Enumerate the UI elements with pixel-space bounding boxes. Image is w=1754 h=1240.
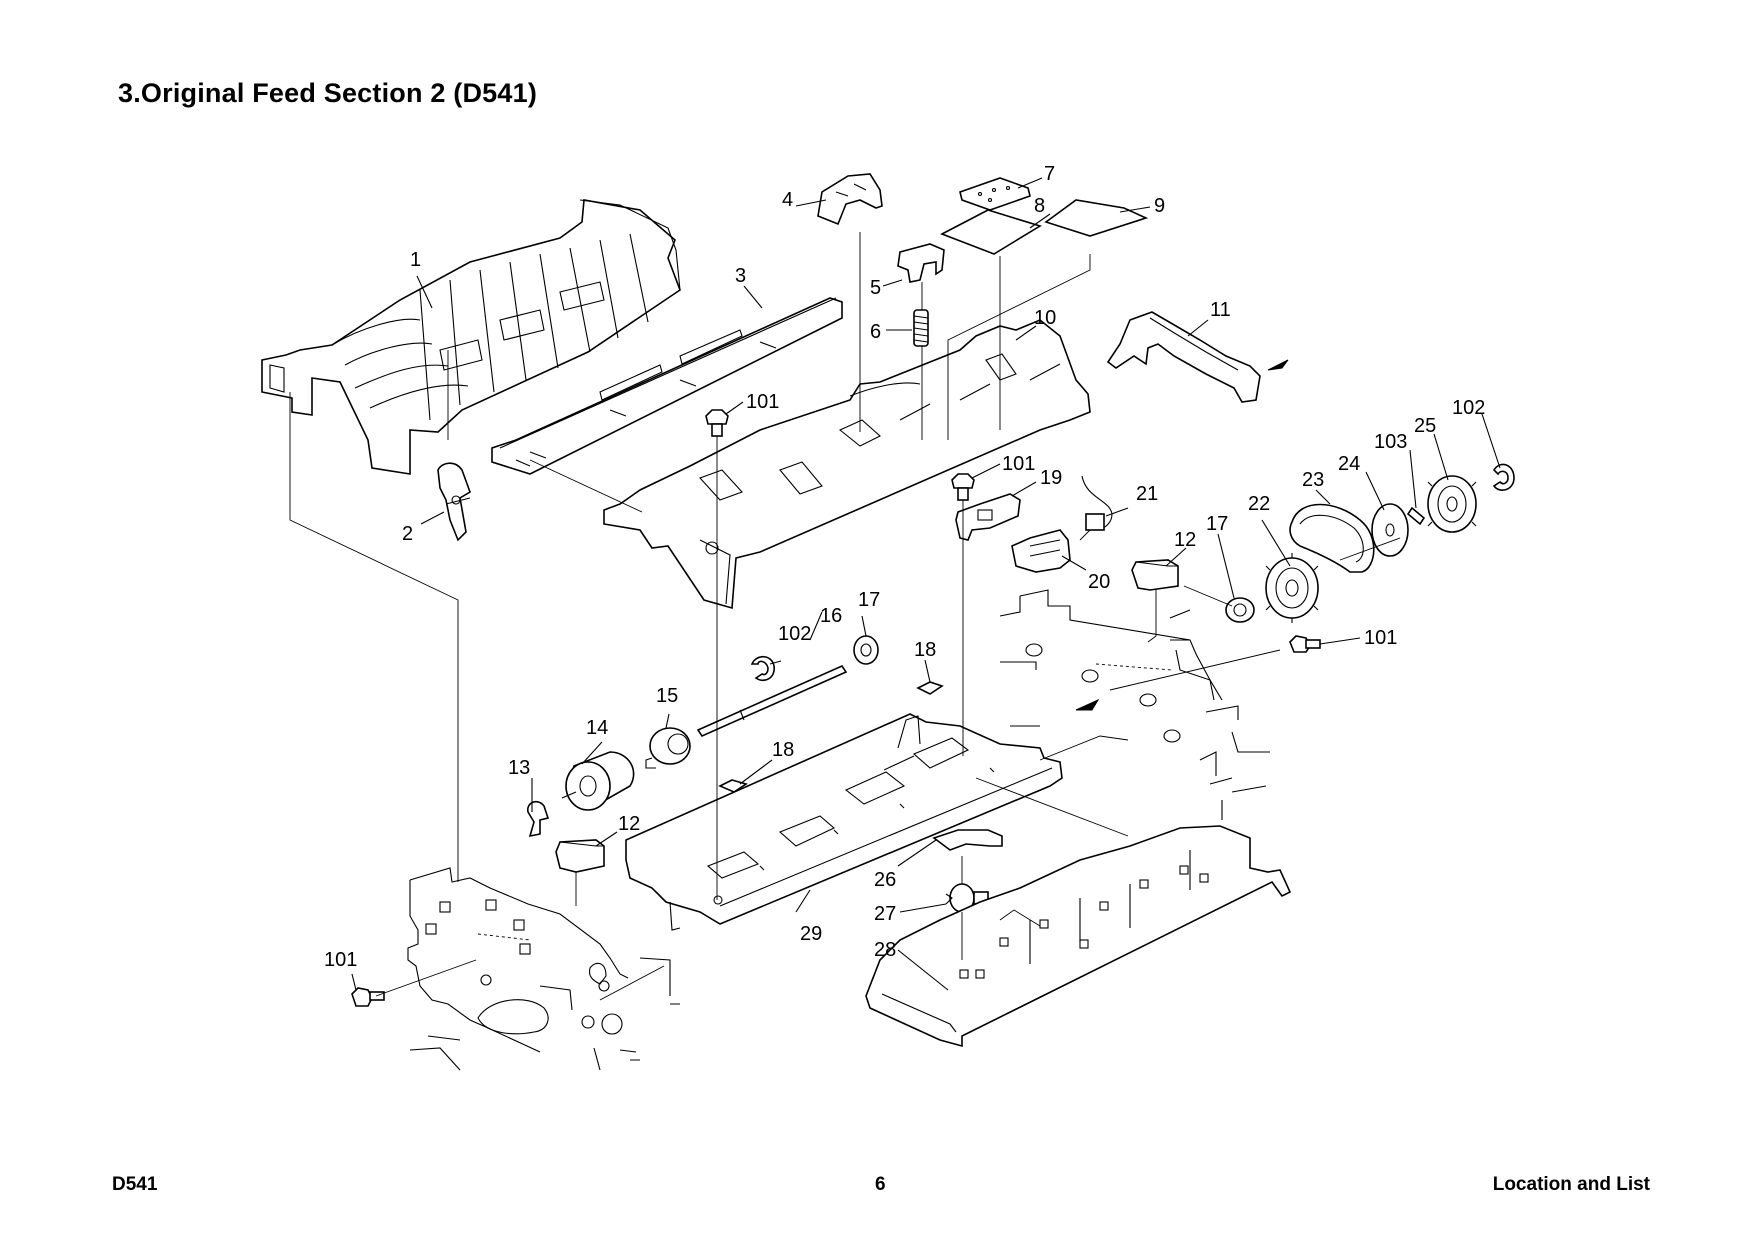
- part-17-left-bushing: [853, 635, 879, 665]
- callout-2: 2: [402, 523, 413, 545]
- part-1-guide-cover: [261, 199, 681, 475]
- part-101-screw-mid: [951, 473, 975, 501]
- callout-25: 25: [1414, 415, 1436, 437]
- part-101-screw-top: [705, 409, 729, 437]
- part-25-gear: [1427, 475, 1477, 533]
- part-13-clip: [527, 800, 550, 838]
- footer-page-number: 6: [875, 1174, 886, 1195]
- part-17-right-bushing: [1225, 597, 1255, 623]
- callout-101-mid: 101: [1002, 453, 1035, 475]
- part-19-sensor: [955, 493, 1021, 541]
- callout-26: 26: [874, 869, 896, 891]
- direction-arrow-lower: [1075, 698, 1100, 711]
- leader-lines: [351, 177, 1501, 991]
- callout-12-right: 12: [1174, 529, 1196, 551]
- part-16-shaft: [696, 664, 848, 738]
- callout-7: 7: [1044, 163, 1055, 185]
- part-8-sheet: [940, 209, 1042, 255]
- callout-22: 22: [1248, 493, 1270, 515]
- part-7-pad: [959, 177, 1031, 211]
- callout-labels: 1 2 3 4 5 6 7 8 9 10 11 12 12 13 14 15 1…: [324, 163, 1485, 971]
- callout-8: 8: [1034, 195, 1045, 217]
- callout-4: 4: [782, 189, 793, 211]
- part-20-sensor-block: [1011, 529, 1071, 573]
- callout-12-left: 12: [618, 813, 640, 835]
- callout-10: 10: [1034, 307, 1056, 329]
- part-15-hub: [645, 727, 691, 769]
- part-6-spring: [913, 309, 929, 347]
- callout-16: 16: [820, 605, 842, 627]
- callout-14: 14: [586, 717, 608, 739]
- callout-28: 28: [874, 939, 896, 961]
- callout-101-right: 101: [1364, 627, 1397, 649]
- direction-arrow-upper: [1267, 359, 1289, 371]
- part-2-lever: [437, 462, 471, 542]
- part-9-sheet: [1044, 199, 1149, 237]
- part-12-left-clip: [555, 839, 605, 873]
- part-11-bracket: [1106, 311, 1261, 403]
- part-24-pulley: [1371, 503, 1409, 557]
- callout-102-right: 102: [1452, 397, 1485, 419]
- callout-20: 20: [1088, 571, 1110, 593]
- callout-6: 6: [870, 321, 881, 343]
- callout-102-left: 102: [778, 623, 811, 645]
- callout-21: 21: [1136, 483, 1158, 505]
- callout-18-lower: 18: [772, 739, 794, 761]
- part-10-feed-guide: [603, 319, 1091, 610]
- part-18-lower-pad: [718, 779, 748, 793]
- callout-103: 103: [1374, 431, 1407, 453]
- part-5-holder: [897, 243, 945, 283]
- part-102-left-ering: [750, 655, 775, 682]
- right-side-frame: [999, 589, 1270, 820]
- callout-13: 13: [508, 757, 530, 779]
- callout-1: 1: [410, 249, 421, 271]
- part-28-pcb: [865, 825, 1292, 1048]
- part-3-rail: [491, 297, 843, 475]
- left-side-frame: [407, 867, 680, 1071]
- footer-model: D541: [112, 1174, 158, 1195]
- callout-101-top: 101: [746, 391, 779, 413]
- part-12-right-clip: [1131, 559, 1179, 591]
- part-101-screw-bottom: [351, 987, 385, 1007]
- part-29-base-plate: [625, 713, 1063, 931]
- callout-15: 15: [656, 685, 678, 707]
- part-4-cover: [817, 173, 883, 226]
- callout-11: 11: [1210, 299, 1231, 321]
- part-18-upper-pad: [916, 681, 944, 695]
- callout-19: 19: [1040, 467, 1062, 489]
- callout-17-left: 17: [858, 589, 880, 611]
- part-21-harness: [1081, 475, 1113, 531]
- callout-17-right: 17: [1206, 513, 1228, 535]
- assembly-guide-lines: [289, 232, 1401, 1001]
- page-title: 3.Original Feed Section 2 (D541): [118, 78, 538, 108]
- part-22-gear: [1265, 553, 1319, 623]
- callout-101-bottom: 101: [324, 949, 357, 971]
- callout-3: 3: [735, 265, 746, 287]
- callout-24: 24: [1338, 453, 1360, 475]
- callout-23: 23: [1302, 469, 1324, 491]
- part-102-right-ering: [1492, 463, 1515, 491]
- part-103-pin: [1406, 506, 1426, 526]
- callout-27: 27: [874, 903, 896, 925]
- part-101-screw-right: [1289, 635, 1321, 653]
- callout-5: 5: [870, 277, 881, 299]
- callout-29: 29: [800, 923, 822, 945]
- part-14-roller: [561, 751, 635, 811]
- callout-18-upper: 18: [914, 639, 936, 661]
- part-26-bracket: [932, 829, 1003, 851]
- callout-9: 9: [1154, 195, 1165, 217]
- footer-section: Location and List: [1492, 1174, 1650, 1195]
